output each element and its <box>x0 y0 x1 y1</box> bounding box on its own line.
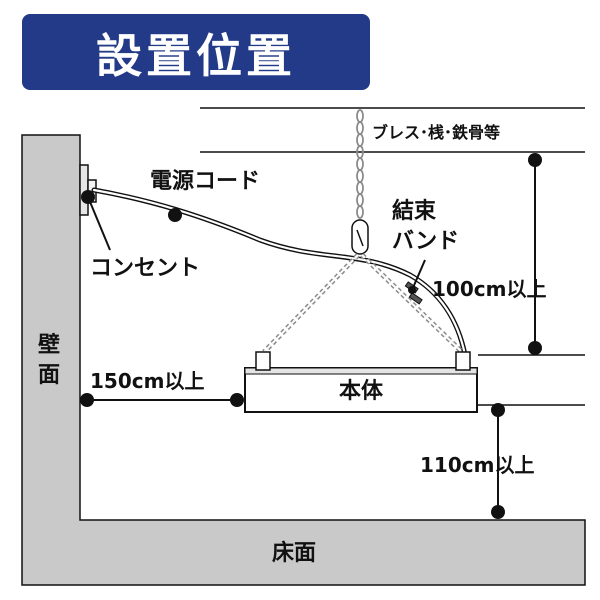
dimension-floor <box>491 403 505 519</box>
hanging-chain <box>356 109 364 219</box>
dimension-ceiling <box>528 153 542 355</box>
tie-band-label-line2: バンド <box>392 229 459 254</box>
wall-and-floor <box>21 134 586 586</box>
side-chains-inner <box>263 254 463 353</box>
dist-floor-label: 110cm以上 <box>420 453 534 477</box>
dist-wall-label: 150cm以上 <box>90 369 204 393</box>
power-cord-label: 電源コード <box>150 169 260 194</box>
tie-band-leader <box>408 259 426 294</box>
ceiling-lines <box>200 107 585 406</box>
title-banner: 設置位置 <box>22 14 370 90</box>
mount-bracket-left <box>255 351 271 371</box>
title-background <box>22 14 370 90</box>
tie-band-label-line1: 結束 <box>392 198 437 224</box>
wall-floor-shape <box>21 134 586 586</box>
carabiner-icon <box>351 219 369 255</box>
outlet-label: コンセント <box>90 256 200 281</box>
dimension-wall <box>80 393 244 407</box>
unit-body-label: 本体 <box>339 379 384 404</box>
unit-body: 本体 <box>244 351 478 413</box>
unit-body-shape <box>244 367 478 413</box>
mount-bracket-right <box>455 351 471 371</box>
ceiling-label: ブレス･桟･鉄骨等 <box>372 123 500 142</box>
wall-label-line1: 壁 <box>38 332 60 358</box>
power-cord-marker <box>168 208 182 222</box>
floor-label: 床面 <box>272 540 316 566</box>
title-text: 設置位置 <box>96 29 296 83</box>
outlet-leader <box>81 190 111 251</box>
dist-ceiling-label: 100cm以上 <box>432 277 546 301</box>
power-cord <box>91 187 468 358</box>
wall-label-line2: 面 <box>38 363 60 388</box>
side-chains <box>262 253 464 354</box>
